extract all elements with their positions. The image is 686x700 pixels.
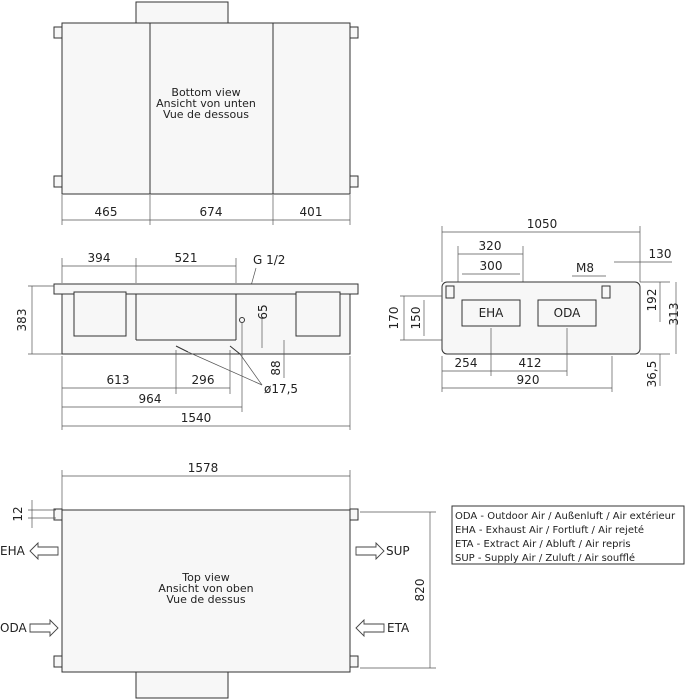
dimension-label: 150 — [409, 307, 423, 330]
legend-item: ETA - Extract Air / Abluft / Air repris — [455, 539, 631, 550]
end-port-oda — [537, 299, 597, 327]
legend-box — [451, 505, 685, 565]
mount-bracket — [53, 26, 63, 39]
thread-label: G 1/2 — [253, 253, 285, 267]
dimension-label: 465 — [95, 205, 118, 219]
port-label-eta: ETA — [387, 621, 410, 635]
top-bottom-collar — [135, 671, 229, 699]
dimension-label: 521 — [175, 251, 198, 265]
mount-bracket — [349, 508, 359, 521]
dimension-label: 412 — [519, 356, 542, 370]
arrow-left-icon — [355, 618, 385, 638]
end-port-eha — [461, 299, 521, 327]
dimension-label: 920 — [517, 373, 540, 387]
bottom-top-collar — [135, 1, 229, 25]
dimension-label: 300 — [480, 259, 503, 273]
side-port-right — [295, 291, 341, 337]
dimension-label: 383 — [15, 309, 29, 332]
dimension-label: 394 — [88, 251, 111, 265]
mount-bracket — [601, 285, 611, 299]
dimension-label: 296 — [192, 373, 215, 387]
thread-label: M8 — [576, 261, 594, 275]
dimension-label: 192 — [645, 289, 659, 312]
legend-item: ODA - Outdoor Air / Außenluft / Air exté… — [455, 510, 676, 522]
mount-bracket — [349, 26, 359, 39]
dimension-label: 1540 — [181, 411, 212, 425]
legend-item: SUP - Supply Air / Zuluft / Air soufflé — [455, 552, 635, 564]
dimension-label: 320 — [479, 239, 502, 253]
side-port-left — [73, 291, 127, 337]
end-view: 1050 320 300 M8 130 EHA ODA 170 150 192 … — [387, 217, 681, 392]
mount-bracket — [53, 175, 63, 188]
dimension-label: 170 — [387, 307, 401, 330]
port-label-sup: SUP — [386, 544, 410, 558]
leader-line — [239, 353, 263, 386]
side-view: 394 521 G 1/2 65 88 383 613 296 ø17,5 — [15, 251, 359, 430]
top-view-label: Top view — [181, 571, 229, 584]
diameter-label: ø17,5 — [264, 382, 298, 396]
legend-item: EHA - Exhaust Air / Fortluft / Air rejet… — [455, 524, 644, 536]
drain-pipe — [175, 345, 189, 353]
arrow-left-icon — [29, 541, 59, 561]
legend: ODA - Outdoor Air / Außenluft / Air exté… — [451, 505, 685, 565]
mount-bracket — [53, 508, 63, 521]
dimension-label: 1050 — [527, 217, 558, 231]
bottom-view-label: Vue de dessous — [163, 108, 249, 121]
mount-bracket — [53, 655, 63, 668]
dimension-label: 401 — [300, 205, 323, 219]
top-view-outline — [61, 509, 351, 673]
bottom-view-outline — [61, 22, 351, 195]
mount-bracket — [349, 175, 359, 188]
dimension-label: 820 — [413, 579, 427, 602]
dimension-label: 313 — [667, 303, 681, 326]
bottom-view-label: Bottom view — [171, 86, 240, 99]
dimension-label: 674 — [200, 205, 223, 219]
leader-line — [187, 351, 263, 386]
bottom-view: Bottom view Ansicht von unten Vue de des… — [53, 1, 359, 225]
dimension-label: 88 — [269, 360, 283, 375]
dimension-label: 130 — [649, 247, 672, 261]
dimension-label: 1578 — [188, 461, 219, 475]
top-view-label: Vue de dessus — [166, 593, 245, 606]
dimension-label: 12 — [11, 506, 25, 521]
dimension-label: 613 — [107, 373, 130, 387]
top-view: 1578 Top view Ansicht von oben Vue de de… — [0, 461, 436, 699]
dimension-label: 36,5 — [645, 361, 659, 388]
dimension-label: 65 — [256, 304, 270, 319]
dimension-label: 964 — [139, 392, 162, 406]
mount-bracket — [349, 655, 359, 668]
arrow-right-icon — [355, 541, 385, 561]
port-label-oda: ODA — [0, 621, 27, 635]
arrow-right-icon — [29, 618, 59, 638]
port-label-eha: EHA — [479, 306, 505, 320]
bottom-view-label: Ansicht von unten — [156, 97, 256, 110]
dimension-label: 254 — [455, 356, 478, 370]
port-label-eha: EHA — [0, 544, 26, 558]
drain-pipe — [229, 345, 241, 355]
port-label-oda: ODA — [554, 306, 581, 320]
top-view-label: Ansicht von oben — [158, 582, 253, 595]
mount-bracket — [445, 285, 455, 299]
